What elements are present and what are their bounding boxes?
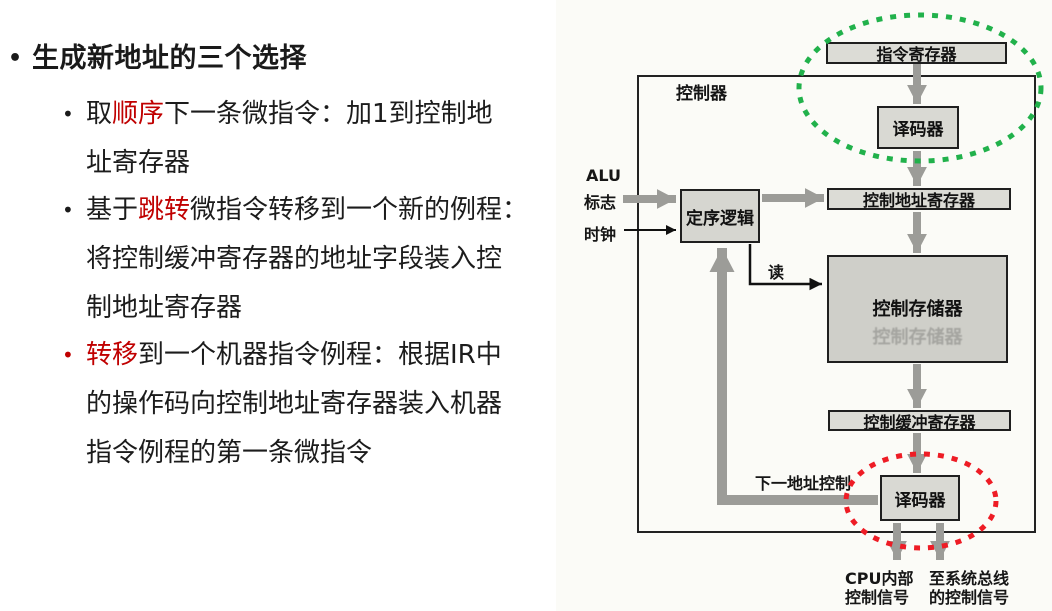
text-segment-red: 顺序 (112, 99, 165, 129)
control-memory-box: 控制存储器 控制存储器 (827, 255, 1008, 363)
label-line: CPU内部 (845, 569, 914, 588)
alu-flags-label-line1: ALU (586, 166, 621, 185)
text-line: 制地址寄存器 (86, 284, 562, 333)
slide-title-row: • 生成新地址的三个选择 (8, 42, 307, 76)
text-segment: 指令例程的第一条微指令 (86, 438, 373, 468)
clock-label: 时钟 (584, 225, 617, 244)
control-address-register-box: 控制地址寄存器 (827, 188, 1011, 210)
bullet-item-3: • 转移到一个机器指令例程：根据IR中 的操作码向控制地址寄存器装入机器 指令例… (62, 331, 562, 478)
label-line: 至系统总线 (929, 569, 1010, 588)
control-buffer-register-box: 控制缓冲寄存器 (828, 410, 1011, 432)
text-line: 将控制缓冲寄存器的地址字段装入控 (86, 235, 562, 284)
bullet-item-1: • 取顺序下一条微指令：加1到控制地 址寄存器 (62, 90, 562, 188)
bullet-text: 转移到一个机器指令例程：根据IR中 的操作码向控制地址寄存器装入机器 指令例程的… (86, 331, 562, 478)
text-segment: 微指令转移到一个新的例程： (190, 195, 529, 225)
cpu-internal-signals-label: CPU内部 控制信号 (845, 569, 913, 607)
page-title: 生成新地址的三个选择 (32, 43, 307, 74)
bullet-text: 取顺序下一条微指令：加1到控制地 址寄存器 (86, 90, 562, 188)
text-line: 转移到一个机器指令例程：根据IR中 (86, 331, 562, 380)
box-label: 译码器 (892, 120, 944, 140)
text-segment: 到一个机器指令例程：根据IR中 (138, 340, 502, 370)
box-label-ghost: 控制存储器 (872, 327, 963, 348)
title-bullet: • (8, 46, 23, 71)
text-line: 基于跳转微指令转移到一个新的例程： (86, 186, 562, 235)
label-line: 的控制信号 (929, 588, 1010, 607)
box-label: 译码器 (894, 490, 946, 511)
text-segment-red: 转移 (86, 340, 139, 370)
read-line (748, 244, 822, 291)
text-segment: 基于 (86, 195, 139, 225)
sequencing-logic-box: 定序逻辑 (680, 189, 760, 243)
box-label: 定序逻辑 (686, 208, 754, 229)
bullet-text: 基于跳转微指令转移到一个新的例程： 将控制缓冲寄存器的地址字段装入控 制地址寄存… (86, 186, 562, 333)
text-line: 的操作码向控制地址寄存器装入机器 (86, 380, 562, 429)
box-label: 控制缓冲寄存器 (863, 412, 976, 432)
bullet-dot: • (62, 102, 74, 126)
next-address-control-label: 下一地址控制 (755, 474, 852, 493)
text-segment: 址寄存器 (86, 148, 191, 178)
box-label: 指令寄存器 (876, 45, 957, 64)
text-segment: 下一条微指令：加1到控制地 (164, 99, 493, 129)
box-label: 控制地址寄存器 (862, 191, 975, 210)
decoder-top-box: 译码器 (877, 106, 959, 149)
decoder-bottom-box: 译码器 (880, 475, 960, 521)
box-label: 控制存储器 (872, 299, 963, 320)
bullet-item-2: • 基于跳转微指令转移到一个新的例程： 将控制缓冲寄存器的地址字段装入控 制地址… (62, 186, 562, 333)
text-line: 取顺序下一条微指令：加1到控制地 (86, 90, 562, 139)
label-line: 控制信号 (845, 588, 910, 607)
alu-flags-label-line2: 标志 (584, 193, 617, 212)
system-bus-signals-label: 至系统总线 的控制信号 (929, 569, 1009, 607)
bullet-dot: • (62, 198, 74, 222)
feedback-arrow-next-address (709, 248, 878, 505)
instruction-register-box: 指令寄存器 (826, 42, 1007, 64)
controller-label: 控制器 (676, 84, 727, 104)
text-segment-red: 跳转 (138, 195, 191, 225)
text-line: 指令例程的第一条微指令 (86, 429, 562, 478)
text-line: 址寄存器 (86, 139, 562, 188)
text-segment: 制地址寄存器 (86, 293, 243, 323)
bullet-dot-red: • (62, 343, 74, 367)
read-label: 读 (768, 263, 785, 282)
text-segment: 的操作码向控制地址寄存器装入机器 (86, 389, 503, 419)
text-segment: 取 (86, 99, 113, 129)
text-segment: 将控制缓冲寄存器的地址字段装入控 (86, 244, 503, 274)
